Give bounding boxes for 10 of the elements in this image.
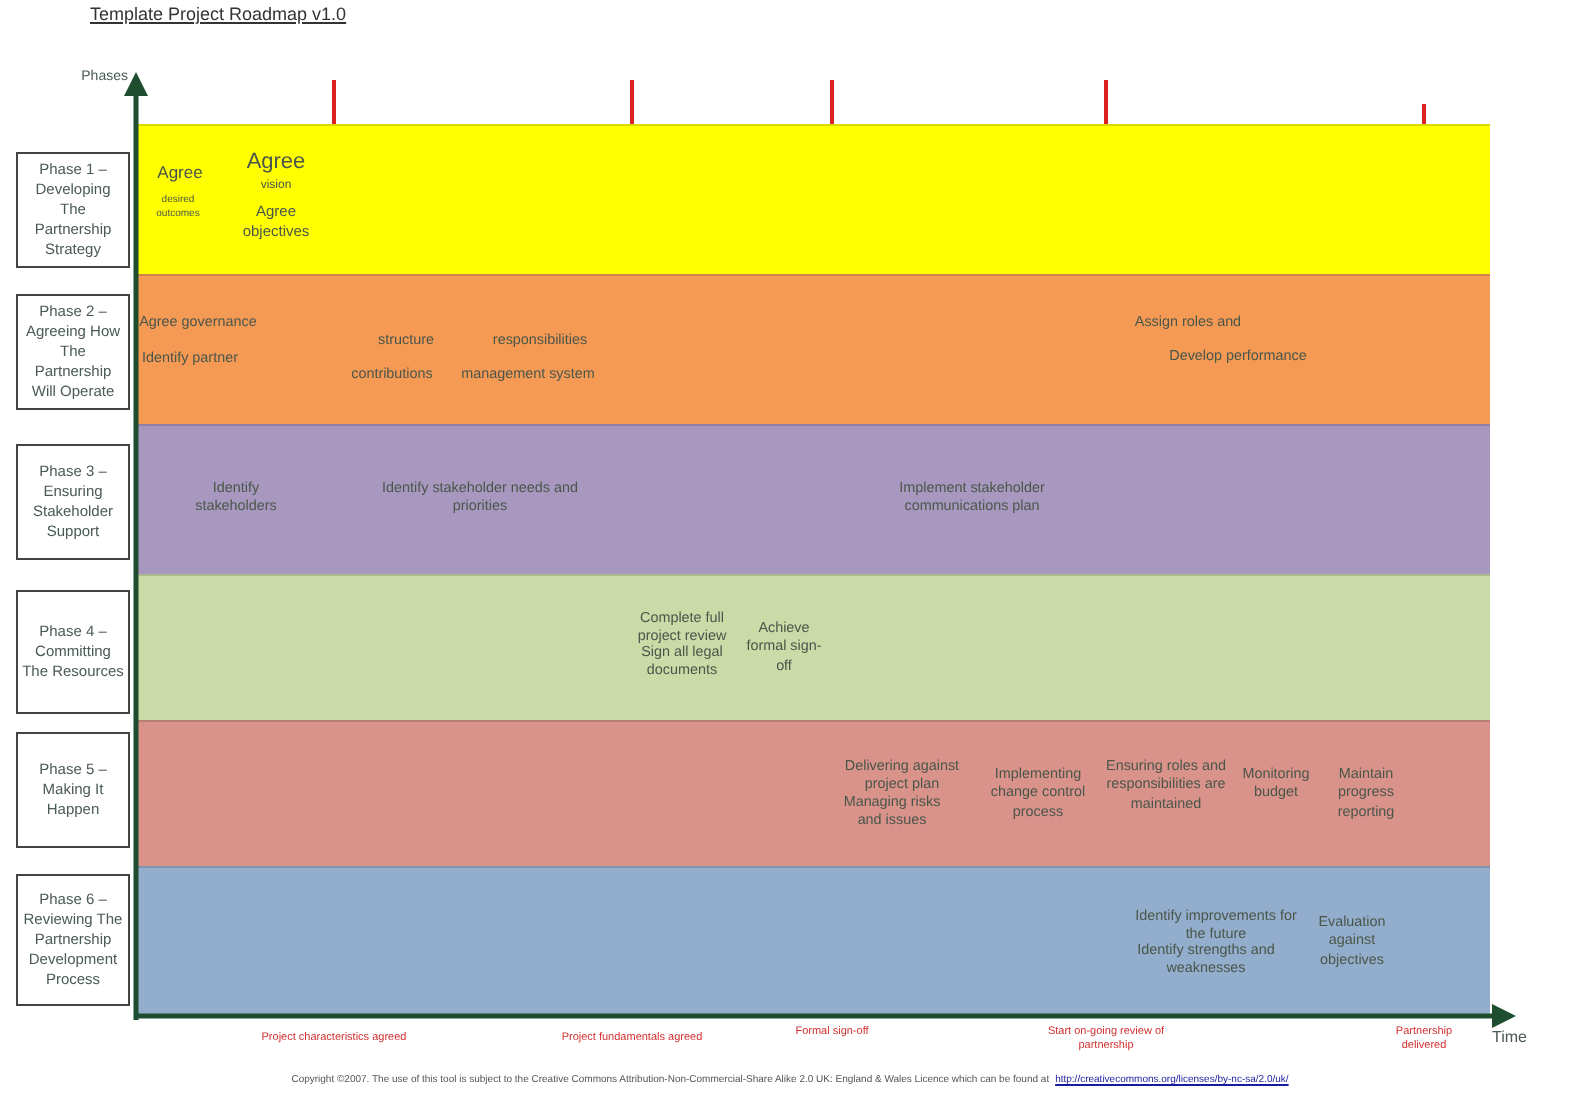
diagram-title: Template Project Roadmap v1.0	[90, 4, 347, 24]
phase-band	[136, 720, 1490, 868]
phase-band	[136, 574, 1490, 722]
phase-band	[136, 424, 1490, 576]
phase-band	[136, 866, 1490, 1018]
phase-band	[136, 124, 1490, 276]
activity-text: Agree	[155, 162, 205, 185]
axis-label: Time	[1492, 1028, 1529, 1046]
activity-text: Agree	[244, 148, 308, 177]
phase-band	[136, 274, 1490, 426]
